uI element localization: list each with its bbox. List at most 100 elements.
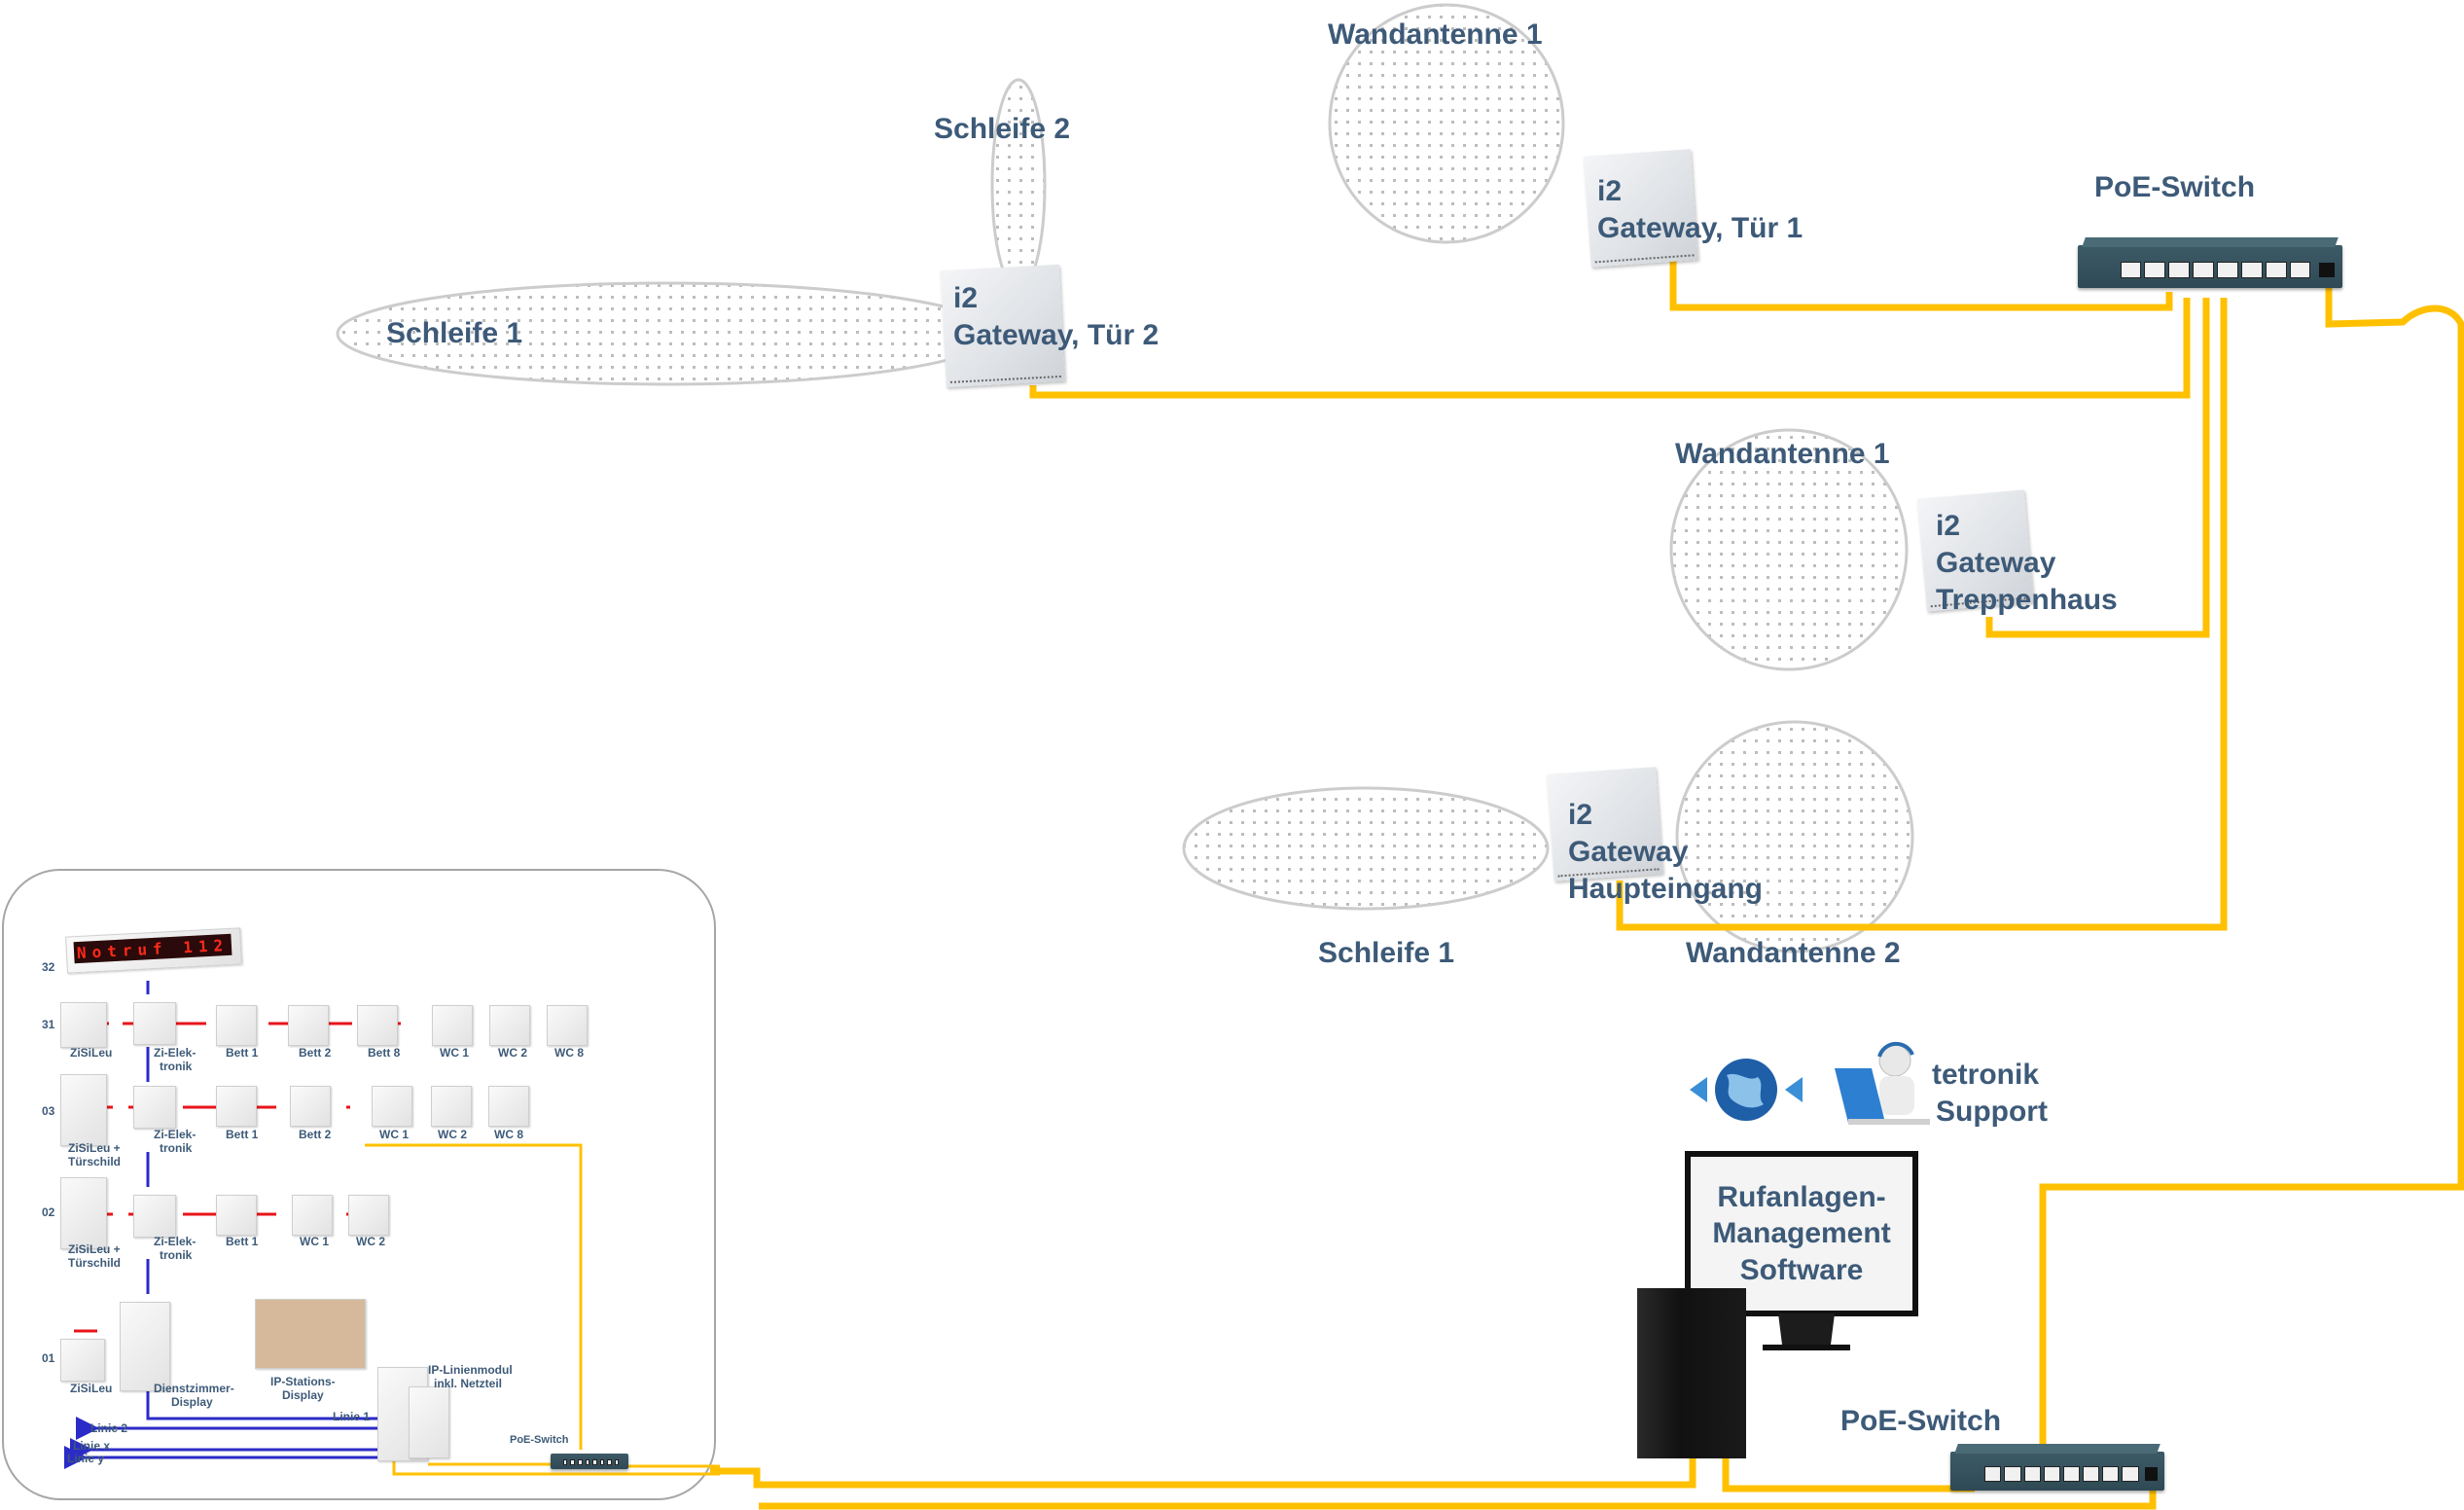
label-linie-x: Linie x [73,1439,111,1453]
label-wc1-02: WC 1 [300,1235,329,1248]
label-linie-1: Linie 1 [333,1410,371,1423]
device-bett1-02 [216,1195,257,1236]
row-number-01: 01 [42,1351,55,1365]
label-bett1-03: Bett 1 [226,1128,259,1141]
label-ip-linienmodul-a: IP-Linienmodul [428,1363,513,1377]
device-wc1-02 [292,1195,333,1236]
cable-treppenhaus-to-switch [1985,298,2210,638]
support-person-icon [1835,1041,1930,1125]
software-line1: Rufanlagen- [1717,1180,1886,1213]
device-zielek-31 [133,1002,176,1045]
label-wc2-02: WC 2 [356,1235,385,1248]
software-line2: Management [1712,1217,1891,1250]
label-zisileu-03-a: ZiSiLeu + [68,1141,121,1155]
label-zisileu-02-a: ZiSiLeu + [68,1242,121,1256]
label-bett2-03: Bett 2 [299,1128,332,1141]
gateway-haupteingang-line1: i2 [1568,799,1593,831]
label-zisileu-03-b: Türschild [68,1155,122,1168]
device-ip-stations-display [255,1299,366,1369]
gateway-treppenhaus-line2: Gateway [1936,547,2056,579]
cable-tuer1-to-switch [1669,261,2173,311]
label-zielek-03-b: tronik [160,1141,193,1155]
label-ip-stations-a: IP-Stations- [270,1375,336,1388]
label-wc1-03: WC 1 [379,1128,409,1141]
row-number-03: 03 [42,1104,55,1118]
software-line3: Software [1739,1253,1864,1286]
globe-icon [1690,1059,1803,1121]
device-wc2-03 [431,1086,472,1127]
label-zisileu-31: ZiSiLeu [70,1046,113,1060]
device-wc2-31 [489,1005,530,1046]
zone-wandantenne-1-mid [1669,428,1909,671]
label-ip-linienmodul-b: inkl. Netzteil [434,1377,503,1390]
monitor-stand [1763,1313,1850,1350]
gateway-haupteingang-line3: Haupteingang [1568,873,1763,905]
cable-pc-to-switch [1722,1457,1975,1492]
label-bett8-31: Bett 8 [368,1046,401,1060]
zone-wandantenne-1-top [1328,3,1565,244]
label-wc1-31: WC 1 [440,1046,469,1060]
label-poe-switch-panel: PoE-Switch [510,1434,569,1446]
device-zisileu-02 [60,1177,107,1249]
support-line2: Support [1936,1096,2048,1128]
device-bett1-03 [216,1086,257,1127]
label-linie-y: Linie y [67,1452,105,1465]
label-wc2-03: WC 2 [438,1128,467,1141]
gateway-haupteingang-line2: Gateway [1568,836,1689,868]
device-zisileu-03 [60,1074,107,1146]
label-schleife-1-bottom: Schleife 1 [1318,937,1455,969]
label-zisileu-02-b: Türschild [68,1256,122,1270]
device-wc8-03 [488,1086,529,1127]
label-zielek-02-b: tronik [160,1248,193,1262]
device-wc8-31 [547,1005,588,1046]
poe-switch-panel [551,1454,628,1469]
label-zisileu-01: ZiSiLeu [70,1382,113,1395]
label-schleife-2-top: Schleife 2 [934,113,1071,145]
row-number-02: 02 [42,1205,55,1219]
label-dienstzimmer-a: Dienstzimmer- [154,1382,234,1395]
software-monitor: Rufanlagen- Management Software [1685,1151,1918,1316]
label-wandantenne-1-top: Wandantenne 1 [1328,18,1543,51]
label-dienstzimmer-b: Display [171,1395,213,1409]
support-line1: tetronik [1932,1059,2040,1091]
row-number-31: 31 [42,1018,55,1031]
label-poe-switch-bottom: PoE-Switch [1840,1405,2002,1437]
device-bett2-31 [288,1005,329,1046]
label-bett1-31: Bett 1 [226,1046,259,1060]
pc-tower [1637,1288,1746,1458]
device-zielek-03 [133,1086,176,1129]
device-bett2-03 [290,1086,331,1127]
gateway-tuer2-line2: Gateway, Tür 2 [953,319,1160,351]
label-linie-2: Linie 2 [90,1421,128,1435]
gateway-tuer2-line1: i2 [953,282,979,314]
device-bett1-31 [216,1005,257,1046]
label-wc8-03: WC 8 [494,1128,523,1141]
poe-switch-top [2078,237,2342,288]
gateway-treppenhaus-line1: i2 [1936,510,1961,542]
label-wc2-31: WC 2 [498,1046,527,1060]
cable-pc-to-panel [710,1457,1696,1489]
label-wc8-31: WC 8 [554,1046,584,1060]
label-wandantenne-2: Wandantenne 2 [1686,937,1901,969]
gateway-tuer1-line1: i2 [1597,175,1623,207]
nurse-call-panel [2,869,716,1500]
device-zisileu-01 [60,1339,105,1382]
label-zielek-31-b: tronik [160,1060,193,1073]
label-ip-stations-b: Display [282,1388,324,1402]
label-wandantenne-1-mid: Wandantenne 1 [1675,438,1890,470]
device-wc1-03 [372,1086,412,1127]
label-bett1-02: Bett 1 [226,1235,259,1248]
device-zisileu-31 [60,1002,107,1048]
device-ip-linienmodul-psu [409,1386,449,1458]
device-wc2-02 [348,1195,389,1236]
label-zielek-02-a: Zi-Elek- [154,1235,196,1248]
poe-switch-bottom [1950,1444,2164,1491]
label-zielek-31-a: Zi-Elek- [154,1046,196,1060]
device-zielek-02 [133,1195,176,1238]
label-bett2-31: Bett 2 [299,1046,332,1060]
row-number-32: 32 [42,960,55,974]
device-wc1-31 [432,1005,473,1046]
device-dienstzimmer-display [120,1302,170,1391]
zone-schleife-1-bottom [1182,786,1550,911]
